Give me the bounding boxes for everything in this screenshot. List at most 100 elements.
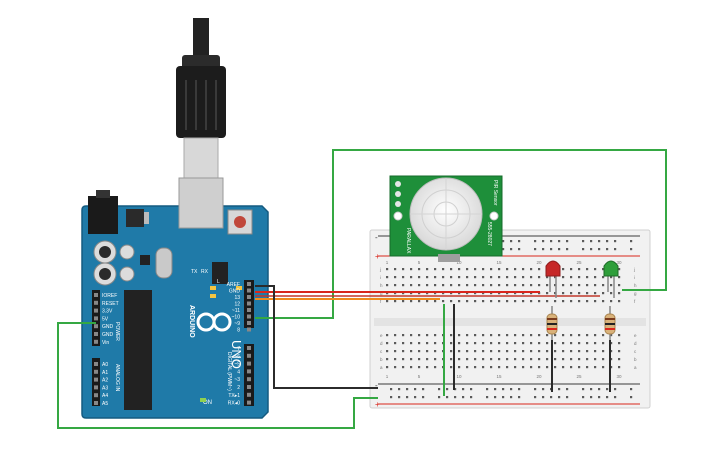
breadboard-hole[interactable] xyxy=(570,350,573,353)
header-pin[interactable] xyxy=(247,400,251,405)
breadboard-hole[interactable] xyxy=(498,284,501,287)
breadboard-hole[interactable] xyxy=(502,388,505,391)
breadboard-hole[interactable] xyxy=(606,388,609,391)
breadboard-hole[interactable] xyxy=(630,396,633,399)
breadboard-hole[interactable] xyxy=(506,358,509,361)
breadboard-hole[interactable] xyxy=(502,396,505,399)
breadboard-hole[interactable] xyxy=(610,300,613,303)
breadboard-hole[interactable] xyxy=(402,292,405,295)
breadboard-hole[interactable] xyxy=(394,276,397,279)
breadboard-hole[interactable] xyxy=(578,292,581,295)
breadboard-hole[interactable] xyxy=(618,366,621,369)
breadboard-hole[interactable] xyxy=(554,366,557,369)
breadboard-hole[interactable] xyxy=(442,300,445,303)
breadboard-hole[interactable] xyxy=(554,334,557,337)
reset-button-cap[interactable] xyxy=(234,216,246,228)
breadboard-hole[interactable] xyxy=(426,350,429,353)
breadboard-hole[interactable] xyxy=(546,350,549,353)
breadboard-hole[interactable] xyxy=(386,334,389,337)
breadboard-hole[interactable] xyxy=(450,276,453,279)
breadboard-hole[interactable] xyxy=(610,276,613,279)
header-pin[interactable] xyxy=(94,339,98,344)
breadboard-hole[interactable] xyxy=(410,350,413,353)
breadboard-hole[interactable] xyxy=(562,366,565,369)
breadboard-hole[interactable] xyxy=(486,396,489,399)
breadboard-hole[interactable] xyxy=(466,276,469,279)
breadboard-hole[interactable] xyxy=(530,276,533,279)
breadboard-hole[interactable] xyxy=(394,268,397,271)
breadboard-hole[interactable] xyxy=(386,292,389,295)
breadboard-hole[interactable] xyxy=(562,292,565,295)
breadboard-hole[interactable] xyxy=(426,292,429,295)
breadboard-hole[interactable] xyxy=(602,292,605,295)
breadboard-hole[interactable] xyxy=(450,268,453,271)
header-pin[interactable] xyxy=(247,282,251,286)
breadboard-hole[interactable] xyxy=(490,276,493,279)
breadboard-hole[interactable] xyxy=(566,248,569,251)
breadboard-hole[interactable] xyxy=(446,396,449,399)
breadboard-hole[interactable] xyxy=(450,350,453,353)
breadboard-hole[interactable] xyxy=(434,358,437,361)
breadboard-hole[interactable] xyxy=(522,292,525,295)
breadboard-hole[interactable] xyxy=(554,350,557,353)
breadboard-hole[interactable] xyxy=(578,334,581,337)
breadboard-hole[interactable] xyxy=(534,248,537,251)
header-pin[interactable] xyxy=(94,293,98,297)
breadboard-hole[interactable] xyxy=(554,342,557,345)
breadboard-hole[interactable] xyxy=(570,276,573,279)
breadboard-hole[interactable] xyxy=(602,284,605,287)
breadboard-hole[interactable] xyxy=(522,350,525,353)
breadboard-hole[interactable] xyxy=(386,342,389,345)
breadboard-hole[interactable] xyxy=(402,350,405,353)
breadboard-hole[interactable] xyxy=(490,334,493,337)
breadboard-hole[interactable] xyxy=(530,300,533,303)
breadboard-hole[interactable] xyxy=(538,300,541,303)
breadboard-hole[interactable] xyxy=(458,268,461,271)
breadboard-hole[interactable] xyxy=(546,276,549,279)
breadboard-hole[interactable] xyxy=(402,284,405,287)
breadboard-hole[interactable] xyxy=(586,276,589,279)
breadboard-hole[interactable] xyxy=(594,334,597,337)
breadboard-hole[interactable] xyxy=(462,388,465,391)
breadboard-hole[interactable] xyxy=(506,268,509,271)
breadboard-hole[interactable] xyxy=(442,276,445,279)
breadboard-hole[interactable] xyxy=(506,292,509,295)
breadboard-hole[interactable] xyxy=(474,276,477,279)
breadboard-hole[interactable] xyxy=(618,342,621,345)
breadboard-hole[interactable] xyxy=(506,350,509,353)
breadboard-hole[interactable] xyxy=(414,396,417,399)
breadboard-hole[interactable] xyxy=(514,358,517,361)
breadboard-hole[interactable] xyxy=(602,342,605,345)
breadboard-hole[interactable] xyxy=(490,350,493,353)
header-pin[interactable] xyxy=(247,377,251,382)
breadboard-hole[interactable] xyxy=(498,366,501,369)
breadboard-hole[interactable] xyxy=(562,276,565,279)
breadboard-hole[interactable] xyxy=(598,396,601,399)
breadboard-hole[interactable] xyxy=(398,388,401,391)
breadboard-hole[interactable] xyxy=(418,350,421,353)
header-pin[interactable] xyxy=(247,308,251,312)
breadboard-hole[interactable] xyxy=(578,276,581,279)
breadboard-hole[interactable] xyxy=(410,300,413,303)
breadboard-hole[interactable] xyxy=(434,334,437,337)
breadboard-hole[interactable] xyxy=(570,342,573,345)
header-pin[interactable] xyxy=(94,332,98,336)
header-pin[interactable] xyxy=(247,301,251,306)
breadboard-hole[interactable] xyxy=(522,284,525,287)
breadboard-hole[interactable] xyxy=(618,300,621,303)
breadboard-hole[interactable] xyxy=(594,300,597,303)
breadboard-hole[interactable] xyxy=(494,396,497,399)
breadboard-hole[interactable] xyxy=(562,268,565,271)
header-pin[interactable] xyxy=(94,393,98,398)
breadboard-hole[interactable] xyxy=(530,284,533,287)
breadboard-hole[interactable] xyxy=(450,358,453,361)
breadboard-hole[interactable] xyxy=(594,342,597,345)
breadboard-hole[interactable] xyxy=(446,388,449,391)
breadboard-hole[interactable] xyxy=(610,284,613,287)
breadboard-hole[interactable] xyxy=(490,300,493,303)
breadboard-hole[interactable] xyxy=(546,284,549,287)
breadboard-hole[interactable] xyxy=(514,334,517,337)
breadboard-hole[interactable] xyxy=(586,300,589,303)
breadboard-hole[interactable] xyxy=(474,350,477,353)
breadboard-hole[interactable] xyxy=(506,276,509,279)
